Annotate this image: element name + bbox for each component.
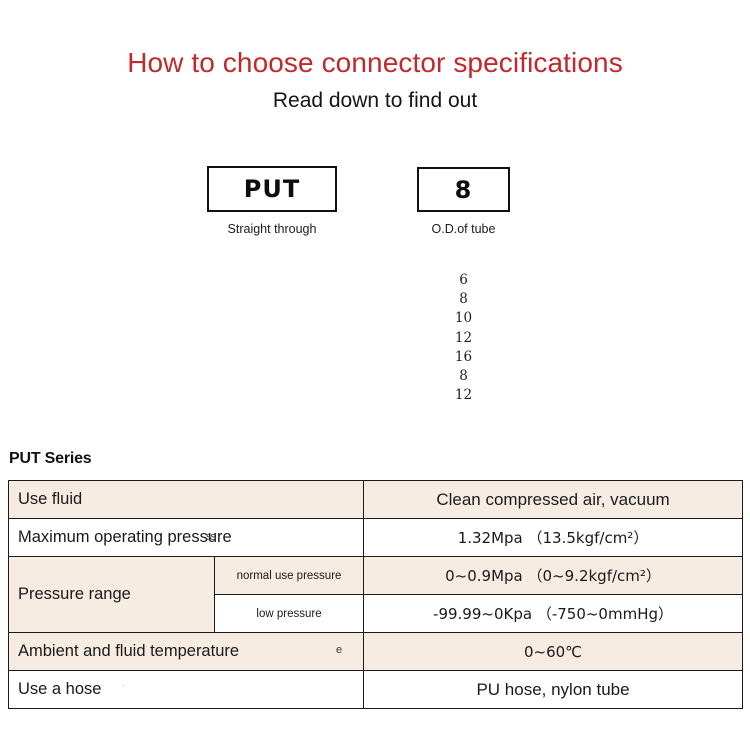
table-row: Use fluid Clean compressed air, vacuum — [7, 480, 744, 519]
scan-artifact-glyph: · — [122, 680, 125, 690]
part-code-box-tube-size: 8 — [417, 167, 510, 212]
table-row: Use a hose · PU hose, nylon tube — [7, 670, 744, 709]
spec-sublabel: low pressure — [213, 594, 365, 633]
tube-size-option-list: 6 8 10 12 16 8 12 — [417, 271, 510, 405]
spec-label-text: Use a hose — [18, 680, 102, 698]
spec-label: Ambient and fluid temperature e — [7, 632, 365, 671]
spec-label: Pressure range — [8, 556, 215, 633]
part-code-tube-size-text: 8 — [454, 175, 473, 204]
spec-label-text: Ambient and fluid temperature — [18, 642, 240, 660]
spec-value: -99.99~0Kpa （-750~0mmHg） — [363, 594, 744, 633]
tube-size-option: 12 — [454, 329, 473, 346]
specification-table: Use fluid Clean compressed air, vacuum M… — [7, 480, 744, 709]
series-heading: PUT Series — [9, 450, 92, 467]
table-row: Pressure range normal use pressure 0~0.9… — [8, 556, 744, 633]
spec-label: Maximum operating pressure ss — [7, 518, 365, 557]
spec-label: Use a hose · — [7, 670, 365, 709]
spec-value: 1.32Mpa （13.5kgf/cm²） — [363, 518, 744, 557]
spec-value: 0~60℃ — [363, 632, 744, 671]
scan-artifact-glyph: e — [336, 644, 343, 656]
table-row: Ambient and fluid temperature e 0~60℃ — [7, 632, 744, 671]
spec-value: PU hose, nylon tube — [363, 670, 744, 709]
part-code-caption-series: Straight through — [227, 222, 317, 236]
tube-size-option: 12 — [454, 387, 473, 404]
page-title: How to choose connector specifications — [127, 47, 623, 78]
part-code-caption-tube-size: O.D.of tube — [431, 222, 496, 236]
tube-size-option: 16 — [454, 348, 473, 365]
part-code-series-text: PUT — [243, 175, 301, 203]
table-row: low pressure -99.99~0Kpa （-750~0mmHg） — [9, 594, 744, 633]
spec-value: Clean compressed air, vacuum — [363, 480, 744, 519]
tube-size-option: 8 — [459, 291, 468, 308]
tube-size-option: 6 — [459, 272, 468, 288]
spec-value: 0~0.9Mpa （0~9.2kgf/cm²） — [363, 556, 744, 595]
spec-sublabel: normal use pressure — [213, 556, 365, 595]
part-code-box-series: PUT — [207, 166, 337, 212]
spec-label: Use fluid — [7, 480, 365, 519]
page-subtitle: Read down to find out — [272, 89, 478, 112]
spec-label-text: Maximum operating pressure — [18, 528, 232, 546]
table-row: Maximum operating pressure ss 1.32Mpa （1… — [7, 518, 744, 557]
tube-size-option: 10 — [454, 310, 473, 327]
tube-size-option: 8 — [459, 368, 468, 385]
